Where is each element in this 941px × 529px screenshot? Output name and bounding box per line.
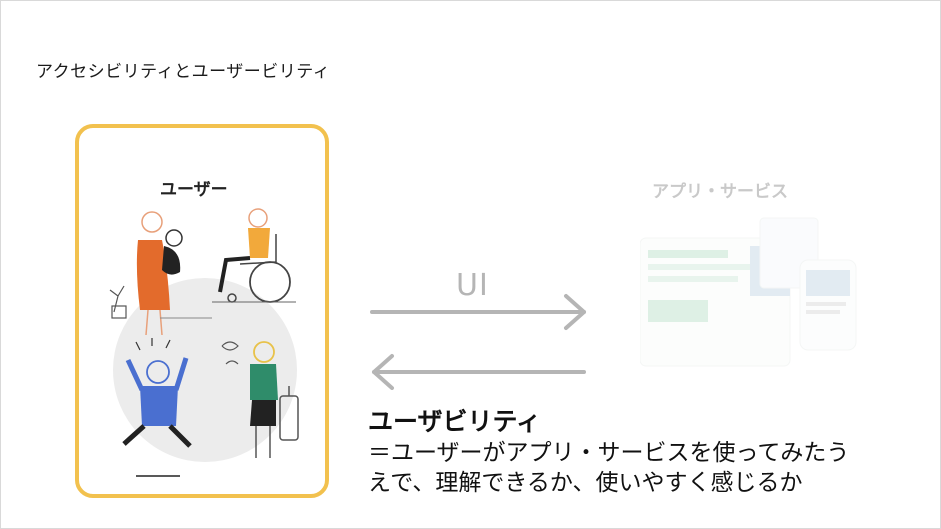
ui-arrows [370, 294, 586, 390]
usability-title: ユーザビリティ [368, 407, 542, 436]
usability-description: ＝ユーザーがアプリ・サービスを使ってみたう えで、理解できるか、使いやすく感じる… [368, 438, 908, 498]
app-screens-illustration [640, 217, 857, 367]
app-screen-main [640, 237, 791, 367]
app-service-label: アプリ・サービス [652, 182, 788, 202]
arrow-left [372, 354, 586, 390]
woman-with-suitcase-figure [221, 341, 299, 458]
arrow-right [370, 294, 586, 330]
ui-label: UI [456, 268, 489, 303]
usability-description-line-2: えで、理解できるか、使いやすく感じるか [368, 470, 803, 496]
slide-title: アクセシビリティとユーザービリティ [36, 62, 331, 82]
app-screen-secondary [759, 217, 819, 289]
wheelchair-user-figure [212, 208, 296, 303]
woman-with-child-figure [109, 211, 212, 336]
jumping-person-figure [122, 338, 192, 477]
usability-description-line-1: ＝ユーザーがアプリ・サービスを使ってみたう [368, 440, 850, 466]
users-illustration [109, 208, 299, 477]
app-screen-phone [799, 259, 857, 351]
user-label: ユーザー [160, 180, 228, 200]
